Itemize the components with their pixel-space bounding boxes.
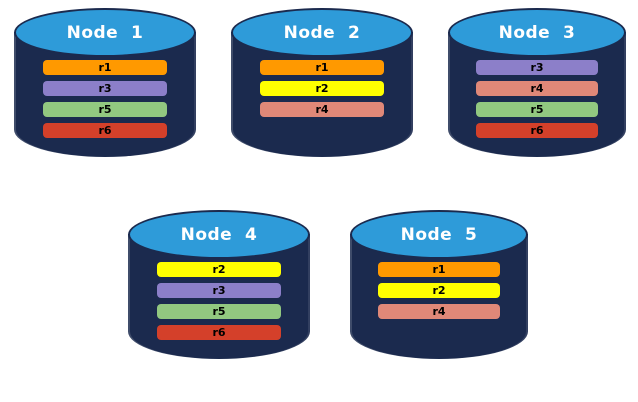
node-label: Node 1 [66, 22, 144, 43]
record-bar-r4[interactable]: r4 [260, 102, 384, 117]
cylinder-top-ellipse [448, 8, 626, 57]
database-node-3[interactable]: Node 3 r3 r4 r5 r6 [448, 8, 626, 188]
record-bar-r1[interactable]: r1 [378, 262, 500, 277]
record-bar-r4[interactable]: r4 [378, 304, 500, 319]
record-list: r2 r3 r5 r6 [128, 262, 310, 340]
record-bar-r4[interactable]: r4 [476, 81, 598, 96]
record-bar-r2[interactable]: r2 [378, 283, 500, 298]
record-bar-r6[interactable]: r6 [157, 325, 281, 340]
node-label: Node 4 [180, 224, 258, 245]
record-bar-r2[interactable]: r2 [157, 262, 281, 277]
record-bar-r1[interactable]: r1 [43, 60, 167, 75]
record-bar-r3[interactable]: r3 [43, 81, 167, 96]
cylinder-top-ellipse [231, 8, 413, 57]
cylinder-top-ellipse [14, 8, 196, 57]
record-list: r1 r3 r5 r6 [14, 60, 196, 138]
database-node-4[interactable]: Node 4 r2 r3 r5 r6 [128, 210, 310, 390]
database-node-1[interactable]: Node 1 r1 r3 r5 r6 [14, 8, 196, 188]
record-bar-r3[interactable]: r3 [157, 283, 281, 298]
node-label: Node 3 [498, 22, 576, 43]
database-node-2[interactable]: Node 2 r1 r2 r4 [231, 8, 413, 188]
node-label: Node 2 [283, 22, 361, 43]
record-bar-r2[interactable]: r2 [260, 81, 384, 96]
database-node-5[interactable]: Node 5 r1 r2 r4 [350, 210, 528, 390]
record-list: r1 r2 r4 [231, 60, 413, 117]
record-bar-r3[interactable]: r3 [476, 60, 598, 75]
record-bar-r5[interactable]: r5 [157, 304, 281, 319]
record-list: r3 r4 r5 r6 [448, 60, 626, 138]
record-bar-r1[interactable]: r1 [260, 60, 384, 75]
record-bar-r5[interactable]: r5 [476, 102, 598, 117]
cylinder-top-ellipse [350, 210, 528, 259]
record-bar-r6[interactable]: r6 [476, 123, 598, 138]
cylinder-top-ellipse [128, 210, 310, 259]
record-bar-r5[interactable]: r5 [43, 102, 167, 117]
node-label: Node 5 [400, 224, 478, 245]
record-bar-r6[interactable]: r6 [43, 123, 167, 138]
record-list: r1 r2 r4 [350, 262, 528, 319]
